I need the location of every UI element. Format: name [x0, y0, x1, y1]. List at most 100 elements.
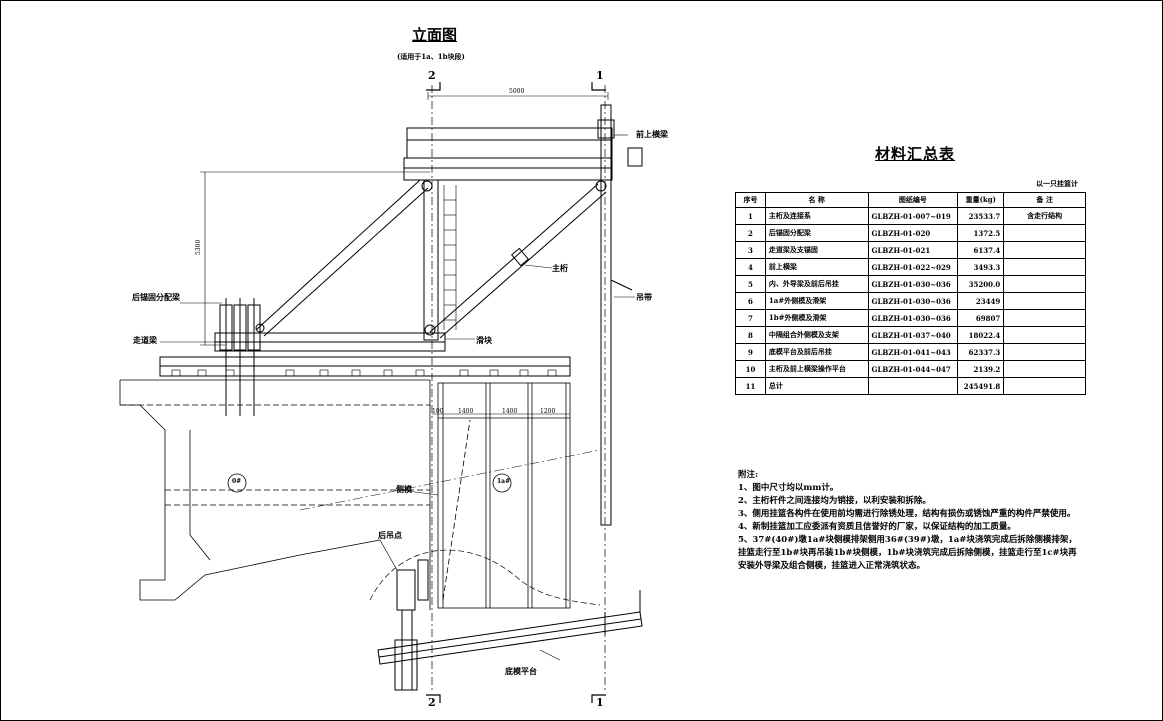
cell-name: 主桁及前上横梁操作平台: [764, 360, 869, 378]
cell-weight: 35200.0: [957, 275, 1005, 293]
note-item: 1、图中尺寸均以mm计。: [738, 483, 839, 493]
label-rear-anchor: 后锚固分配梁: [132, 292, 180, 302]
cell-weight: 6137.4: [957, 241, 1005, 259]
notes-heading: 附注:: [738, 470, 759, 480]
cell-weight: 3493.3: [957, 258, 1005, 276]
cell-drawing-no: GLBZH-01-020: [867, 224, 959, 242]
label-bottom-platform: 底模平台: [505, 666, 537, 676]
header-cell: 序号: [735, 192, 766, 208]
note-item: 5、37#(40#)墩1a#块侧模排架侧用36#(39#)墩，1a#块浇筑完成后…: [738, 535, 1077, 571]
cell-index: 4: [735, 258, 766, 276]
cell-remark: [1003, 326, 1086, 344]
cell-weight: 62337.3: [957, 343, 1005, 361]
section-marker-2-bottom: 2: [428, 696, 436, 709]
label-walkway-beam: 走道梁: [133, 335, 157, 345]
table-row: 10 主桁及前上横梁操作平台 GLBZH-01-044~047 2139.2: [735, 360, 1086, 378]
cell-name: 总计: [764, 377, 869, 395]
label-side-form: 侧模: [396, 484, 412, 494]
table-row-total: 11 总计 245491.8: [735, 377, 1086, 395]
panel-width-2: 1400: [458, 408, 474, 415]
label-hanger: 吊带: [636, 292, 652, 302]
cell-index: 2: [735, 224, 766, 242]
notes-block: 附注: 1、图中尺寸均以mm计。 2、主桁杆件之间连接均为销接，以利安装和拆除。…: [738, 469, 1083, 573]
cell-name: 底模平台及前后吊挂: [764, 343, 869, 361]
cell-index: 5: [735, 275, 766, 293]
table-row: 6 1a#外侧模及滑架 GLBZH-01-030~036 23449: [735, 292, 1086, 310]
cell-remark: [1003, 258, 1086, 276]
table-header-row: 序号 名 称 图纸编号 重量(kg) 备 注: [735, 192, 1086, 208]
table-row: 7 1b#外侧模及滑架 GLBZH-01-030~036 69807: [735, 309, 1086, 327]
cell-weight: 18022.4: [957, 326, 1005, 344]
dimension-height: [200, 171, 430, 346]
cell-drawing-no: GLBZH-01-044~047: [867, 360, 959, 378]
box-girder: [119, 379, 431, 610]
cell-index: 6: [735, 292, 766, 310]
cell-drawing-no: GLBZH-01-041~043: [867, 343, 959, 361]
cell-drawing-no: GLBZH-01-037~040: [867, 326, 959, 344]
material-table: 序号 名 称 图纸编号 重量(kg) 备 注 1 主桁及连接系 GLBZH-01…: [735, 192, 1086, 395]
table-row: 5 内、外导梁及前后吊挂 GLBZH-01-030~036 35200.0: [735, 275, 1086, 293]
side-form: [437, 382, 571, 609]
label-main-truss: 主桁: [552, 263, 568, 273]
section-marker-2-top: 2: [428, 69, 436, 82]
section-marker-1-bottom: 1: [596, 696, 604, 709]
cell-drawing-no: GLBZH-01-030~036: [867, 309, 959, 327]
cell-remark: [1003, 377, 1086, 395]
cell-name: 1a#外侧模及滑架: [764, 292, 869, 310]
table-row: 3 走道梁及支锚固 GLBZH-01-021 6137.4: [735, 241, 1086, 259]
cell-index: 10: [735, 360, 766, 378]
table-row: 8 中隔组合外侧模及支架 GLBZH-01-037~040 18022.4: [735, 326, 1086, 344]
cell-drawing-no: GLBZH-01-007~019: [867, 207, 959, 225]
cell-remark: 含走行结构: [1003, 207, 1086, 225]
cell-name: 主桁及连接系: [764, 207, 869, 225]
cell-remark: [1003, 241, 1086, 259]
cell-index: 1: [735, 207, 766, 225]
panel-width-1: 100: [432, 408, 444, 415]
cell-drawing-no: [867, 377, 959, 395]
cell-remark: [1003, 275, 1086, 293]
cell-name: 中隔组合外侧模及支架: [764, 326, 869, 344]
panel-width-4: 1200: [540, 408, 556, 415]
note-item: 4、新制挂篮加工应委派有资质且信誉好的厂家，以保证结构的加工质量。: [738, 522, 1016, 532]
material-table-title: 材料汇总表: [875, 145, 956, 163]
cell-index: 11: [735, 377, 766, 395]
cell-drawing-no: GLBZH-01-021: [867, 241, 959, 259]
dimension-height-label: 5300: [195, 239, 202, 255]
cell-weight: 23449: [957, 292, 1005, 310]
section-marks: [426, 82, 606, 703]
table-row: 2 后锚固分配梁 GLBZH-01-020 1372.5: [735, 224, 1086, 242]
header-cell: 图纸编号: [867, 192, 959, 208]
header-cell: 名 称: [764, 192, 869, 208]
cell-drawing-no: GLBZH-01-030~036: [867, 275, 959, 293]
dimension-top-label: 5000: [509, 88, 525, 95]
cell-index: 7: [735, 309, 766, 327]
cell-remark: [1003, 309, 1086, 327]
dimension-top: [427, 92, 609, 100]
section-marker-1-top: 1: [596, 69, 604, 82]
header-cell: 备 注: [1003, 192, 1086, 208]
cell-remark: [1003, 224, 1086, 242]
cell-name: 内、外导梁及前后吊挂: [764, 275, 869, 293]
cell-remark: [1003, 343, 1086, 361]
table-row: 1 主桁及连接系 GLBZH-01-007~019 23533.7 含走行结构: [735, 207, 1086, 225]
walkway-beam: [159, 356, 571, 377]
label-front-beam: 前上横梁: [636, 129, 668, 139]
cell-index: 3: [735, 241, 766, 259]
cell-index: 8: [735, 326, 766, 344]
cell-index: 9: [735, 343, 766, 361]
note-item: 2、主桁杆件之间连接均为销接，以利安装和拆除。: [738, 496, 931, 506]
header-cell: 重量(kg): [957, 192, 1005, 208]
cell-weight: 1372.5: [957, 224, 1005, 242]
elevation-subtitle: (适用于1a、1b块段): [397, 52, 465, 61]
cell-weight: 69807: [957, 309, 1005, 327]
cell-name: 后锚固分配梁: [764, 224, 869, 242]
sag-curve: [369, 549, 601, 606]
cell-weight: 2139.2: [957, 360, 1005, 378]
cell-name: 走道梁及支锚固: [764, 241, 869, 259]
note-item: 3、侧用挂篮各构件在使用前均需进行除锈处理，结构有损伤或锈蚀严重的构件严禁使用。: [738, 509, 1076, 519]
cell-weight: 23533.7: [957, 207, 1005, 225]
label-rear-hanging-point: 后吊点: [378, 530, 402, 540]
cell-drawing-no: GLBZH-01-030~036: [867, 292, 959, 310]
